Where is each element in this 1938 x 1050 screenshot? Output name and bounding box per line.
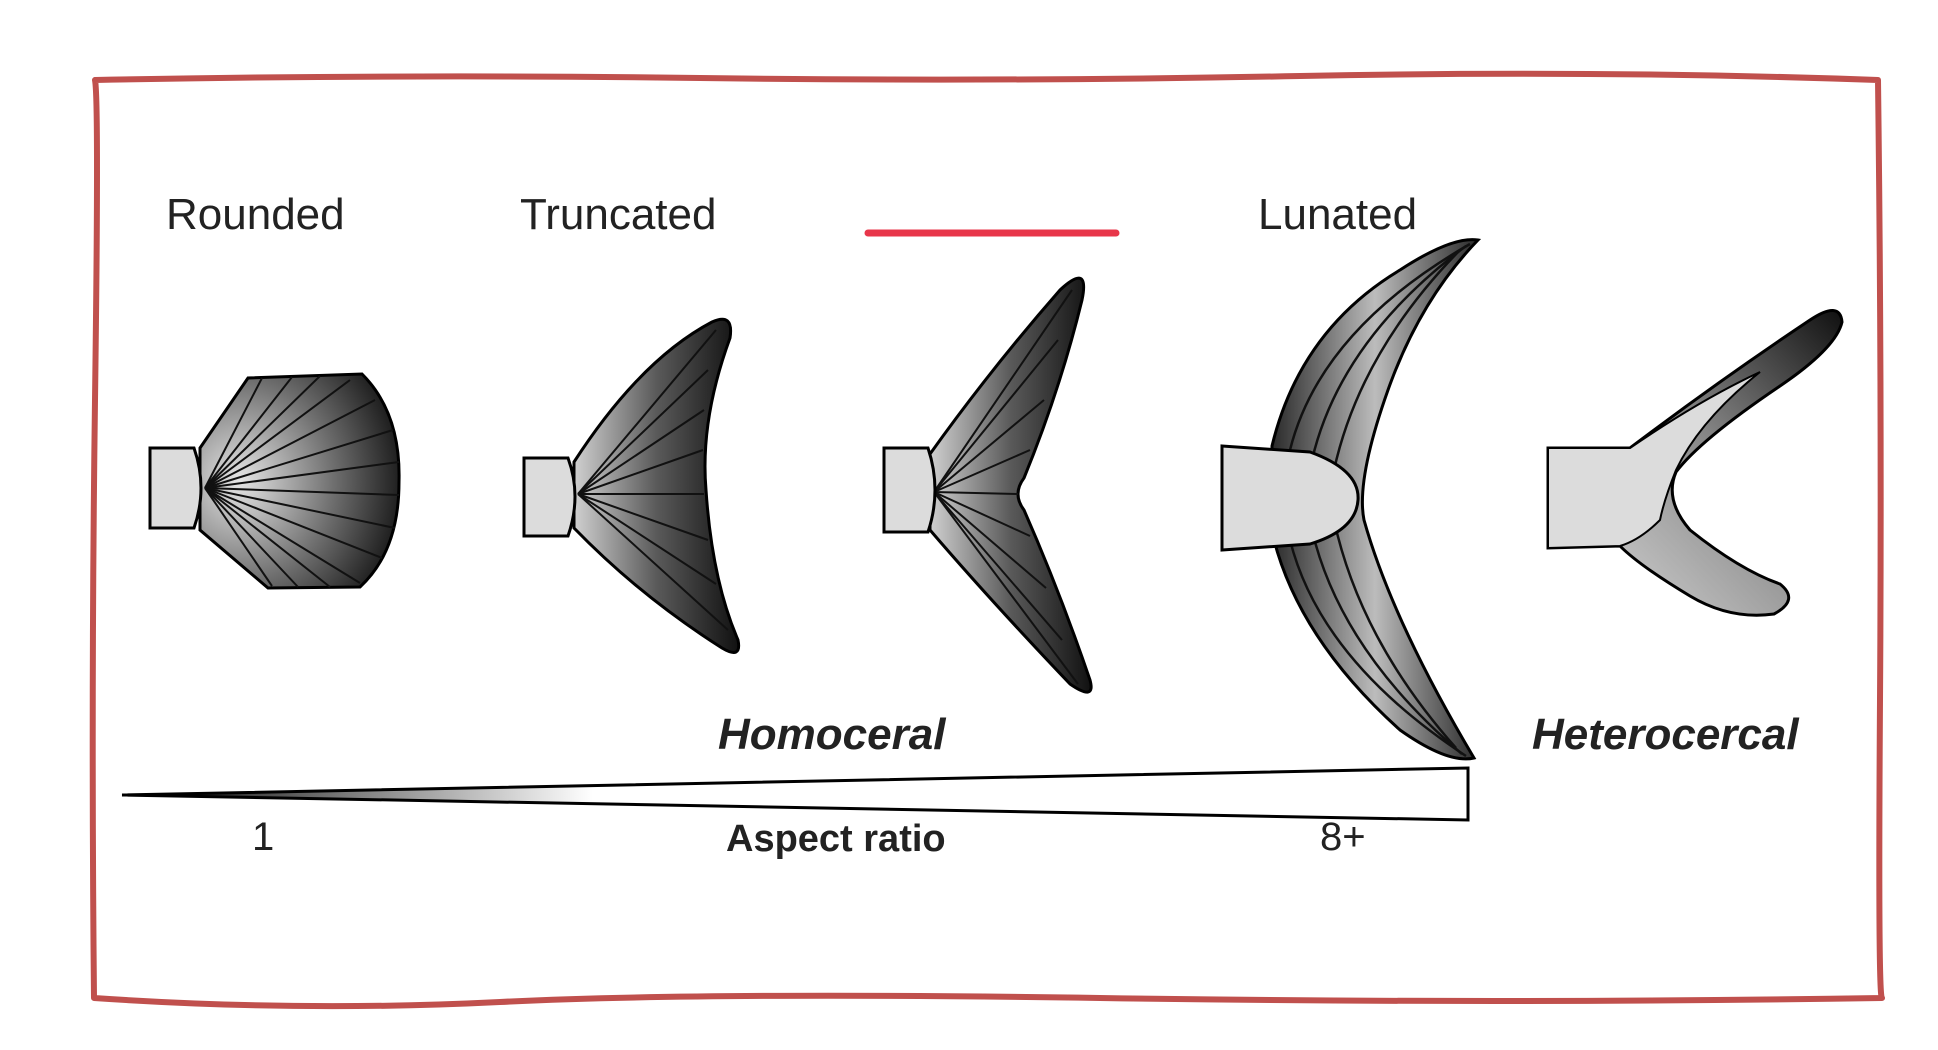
frame-border — [89, 70, 1885, 1010]
axis-min-label: 1 — [252, 815, 275, 859]
heterocercal-fin-shape — [1546, 309, 1844, 617]
aspect-ratio-wedge — [121, 766, 1470, 822]
category-label-rounded: Rounded — [166, 190, 345, 239]
rounded-fin-shape — [148, 372, 401, 590]
truncated-fin-shape — [522, 317, 741, 654]
category-label-lunated: Lunated — [1258, 190, 1418, 239]
category-label-truncated: Truncated — [520, 190, 717, 239]
forked-fin-shape — [882, 276, 1093, 694]
group-label-heterocercal: Heterocercal — [1532, 710, 1799, 759]
axis-title: Aspect ratio — [726, 818, 946, 860]
group-label-homocercal: Homoceral — [718, 710, 946, 759]
axis-max-label: 8+ — [1320, 815, 1366, 859]
lunated-fin-shape — [1220, 238, 1482, 761]
